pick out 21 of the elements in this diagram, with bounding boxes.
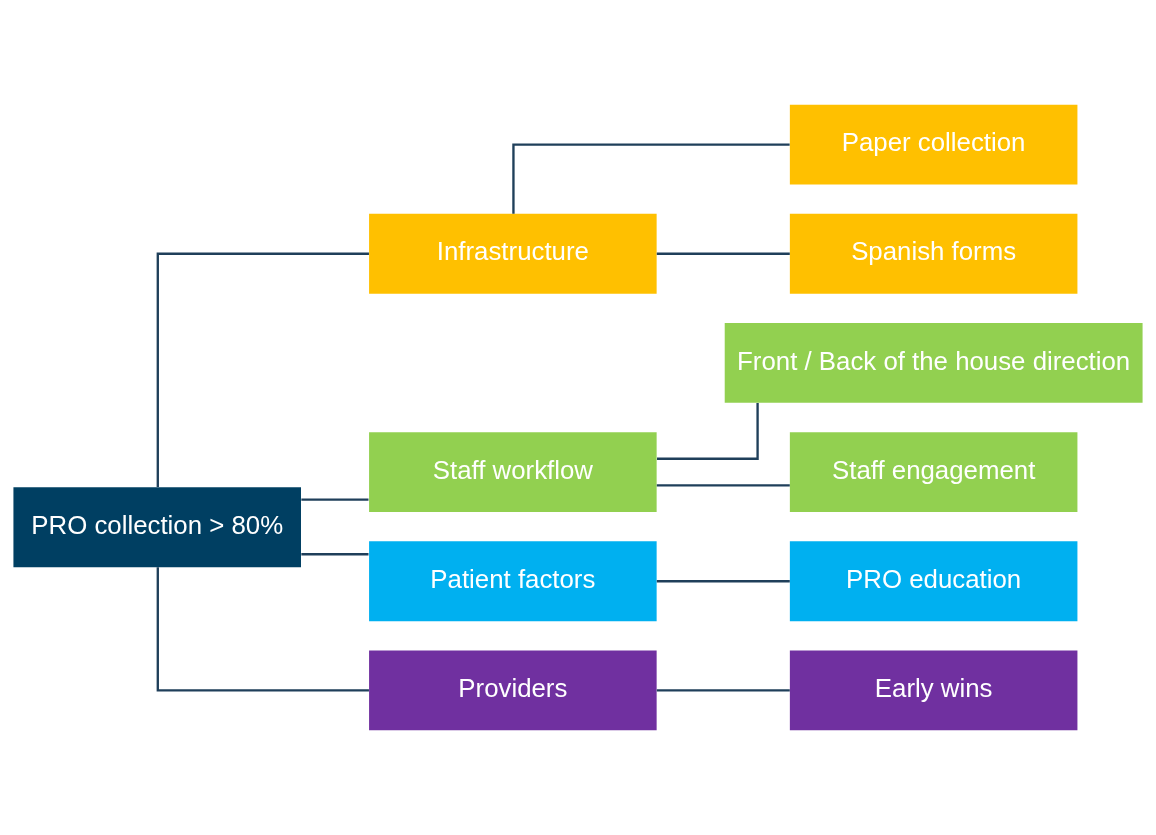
connector: [656, 252, 790, 255]
node-box: Patient factors: [369, 541, 657, 622]
node-box: Providers: [369, 650, 657, 731]
node-box: Infrastructure: [369, 213, 657, 294]
connector: [156, 567, 369, 692]
connector: [656, 689, 790, 692]
node-box: Staff workflow: [369, 432, 657, 512]
node-box: Front / Back of the house direction: [724, 323, 1143, 403]
connector: [301, 553, 369, 556]
connector: [657, 403, 759, 460]
node-box: PRO collection > 80%: [13, 487, 301, 568]
connector: [156, 252, 369, 487]
node-box: Spanish forms: [789, 213, 1078, 294]
node-box: Paper collection: [789, 104, 1078, 185]
connector: [656, 484, 790, 487]
connector: [512, 143, 790, 214]
node-box: Staff engagement: [789, 432, 1078, 512]
node-box: Early wins: [789, 650, 1078, 731]
connector: [656, 580, 790, 583]
node-box: PRO education: [789, 541, 1078, 622]
connector: [301, 498, 369, 501]
